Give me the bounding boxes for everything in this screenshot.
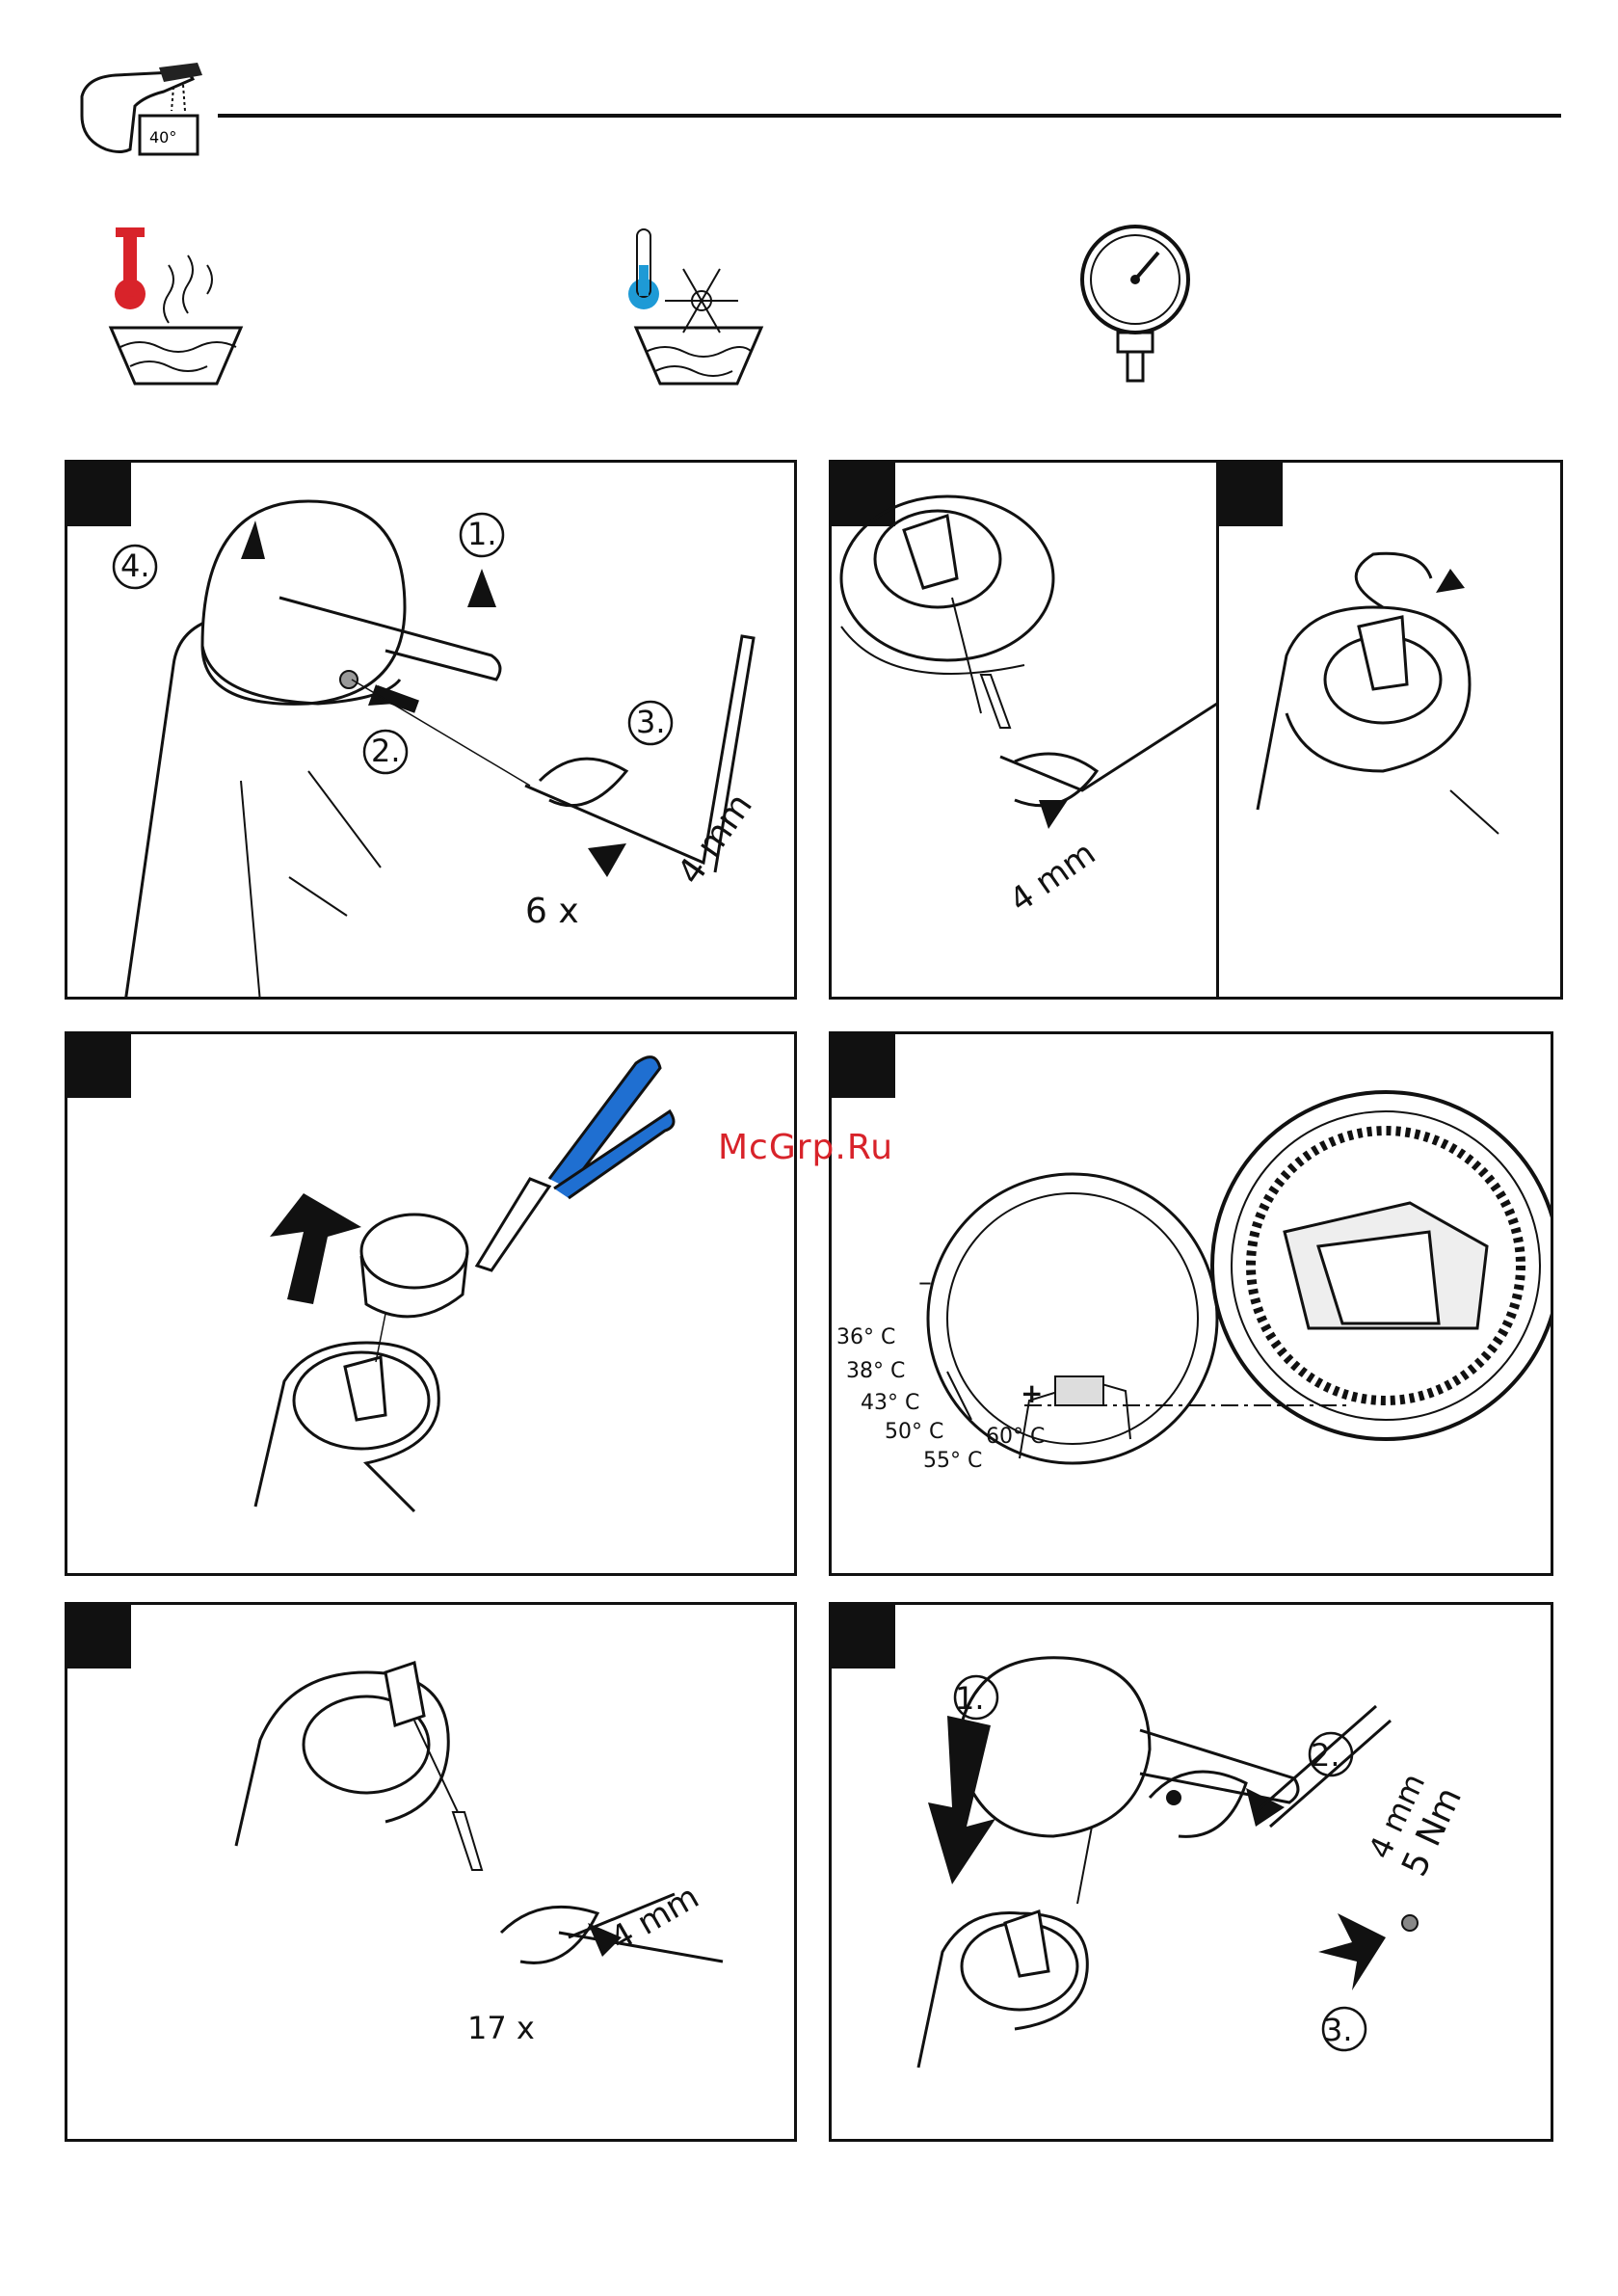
step-2-label: 2. xyxy=(1311,1737,1340,1774)
step-1-label: 1. xyxy=(467,516,497,552)
step-2-label: 2. xyxy=(371,733,401,769)
conditions-row xyxy=(0,0,1618,424)
watermark: McGrp.Ru xyxy=(718,1128,893,1167)
cold-water-icon xyxy=(628,229,761,384)
screw-cartridge-illustration xyxy=(67,1605,797,2142)
step-panel-3 xyxy=(1216,460,1563,1000)
refit-handle-illustration xyxy=(832,1605,1553,2142)
temp-55: 55° C xyxy=(923,1449,982,1473)
step-1-label: 1. xyxy=(955,1680,985,1717)
pressure-gauge-icon xyxy=(1082,227,1188,381)
step-panel-7: 1. 2. 3. 4 mm 5 Nm xyxy=(829,1602,1553,2142)
pull-cartridge-illustration xyxy=(1219,463,1563,1000)
temp-36: 36° C xyxy=(836,1325,895,1349)
step-3-label: 3. xyxy=(1323,2012,1353,2048)
remove-handle-illustration xyxy=(67,463,797,1000)
temp-43: 43° C xyxy=(861,1391,919,1415)
temperature-limit-ring-illustration xyxy=(832,1034,1553,1576)
plus-sign: + xyxy=(1021,1377,1043,1409)
step-panel-5: – + 36° C 38° C 43° C 50° C 55° C 60° C xyxy=(829,1031,1553,1576)
turns-label: 6 x xyxy=(525,892,579,931)
turns-label: 17 x xyxy=(467,2010,535,2046)
temp-50: 50° C xyxy=(885,1420,943,1444)
step-panel-4 xyxy=(65,1031,797,1576)
minus-sign: – xyxy=(918,1266,932,1297)
hot-water-icon xyxy=(111,227,241,384)
step-3-label: 3. xyxy=(636,704,666,740)
step-panel-6: 4 mm 17 x xyxy=(65,1602,797,2142)
step-4-label: 4. xyxy=(120,547,150,584)
remove-ring-with-pliers-illustration xyxy=(67,1034,797,1576)
temp-38: 38° C xyxy=(846,1359,905,1383)
step-panel-1: 4. 1. 2. 3. 4 mm 6 x xyxy=(65,460,797,1000)
step-panel-2: 4 mm xyxy=(829,460,1219,1000)
temp-60: 60° C xyxy=(986,1425,1045,1449)
